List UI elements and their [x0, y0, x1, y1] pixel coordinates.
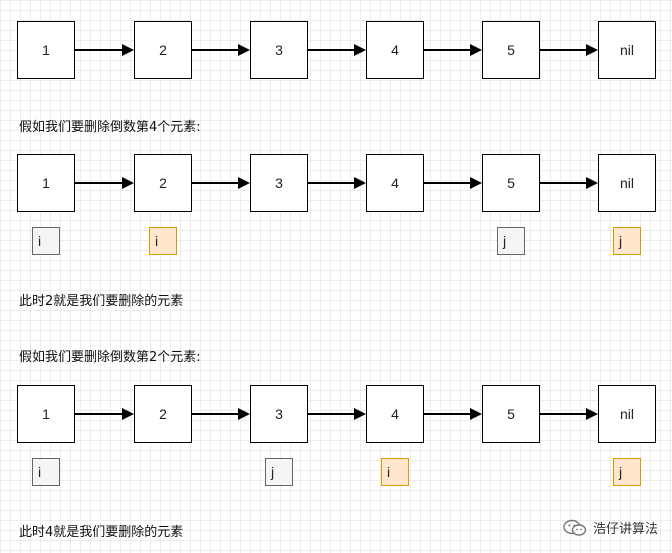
list-node-nil: nil: [598, 385, 656, 443]
arrow-icon: [540, 177, 598, 189]
pointer-j: j: [497, 227, 525, 255]
list-node: 4: [366, 385, 424, 443]
list-node: 3: [250, 21, 308, 79]
list-node: 4: [366, 21, 424, 79]
section-note: 此时4就是我们要删除的元素: [19, 525, 184, 540]
watermark: 浩仔讲算法: [563, 518, 658, 537]
list-node-nil: nil: [598, 21, 656, 79]
arrow-icon: [75, 408, 134, 420]
section-note: 此时2就是我们要删除的元素: [19, 294, 184, 309]
arrow-icon: [75, 177, 134, 189]
arrow-icon: [540, 408, 598, 420]
list-node: 2: [134, 21, 192, 79]
pointer-j: j: [613, 458, 641, 486]
list-node: 5: [482, 21, 540, 79]
list-node: 3: [250, 385, 308, 443]
list-node: 2: [134, 154, 192, 212]
arrow-icon: [424, 408, 482, 420]
list-node: 5: [482, 385, 540, 443]
list-node: 5: [482, 154, 540, 212]
list-node: 4: [366, 154, 424, 212]
pointer-i: i: [32, 227, 60, 255]
section-caption: 假如我们要删除倒数第2个元素:: [19, 350, 201, 365]
arrow-icon: [192, 44, 250, 56]
list-node: 3: [250, 154, 308, 212]
list-node: 1: [17, 21, 75, 79]
pointer-i: i: [149, 227, 177, 255]
arrow-icon: [424, 177, 482, 189]
pointer-j: j: [613, 227, 641, 255]
pointer-j: j: [265, 458, 293, 486]
list-node-nil: nil: [598, 154, 656, 212]
arrow-icon: [308, 177, 366, 189]
arrow-icon: [308, 408, 366, 420]
arrow-icon: [75, 44, 134, 56]
section-caption: 假如我们要删除倒数第4个元素:: [19, 120, 201, 135]
arrow-icon: [192, 408, 250, 420]
pointer-i: i: [32, 458, 60, 486]
list-node: 1: [17, 385, 75, 443]
arrow-icon: [192, 177, 250, 189]
list-node: 1: [17, 154, 75, 212]
pointer-i: i: [381, 458, 409, 486]
list-node: 2: [134, 385, 192, 443]
arrow-icon: [424, 44, 482, 56]
watermark-text: 浩仔讲算法: [592, 522, 658, 537]
arrow-icon: [308, 44, 366, 56]
arrow-icon: [540, 44, 598, 56]
wechat-icon: [563, 519, 587, 537]
